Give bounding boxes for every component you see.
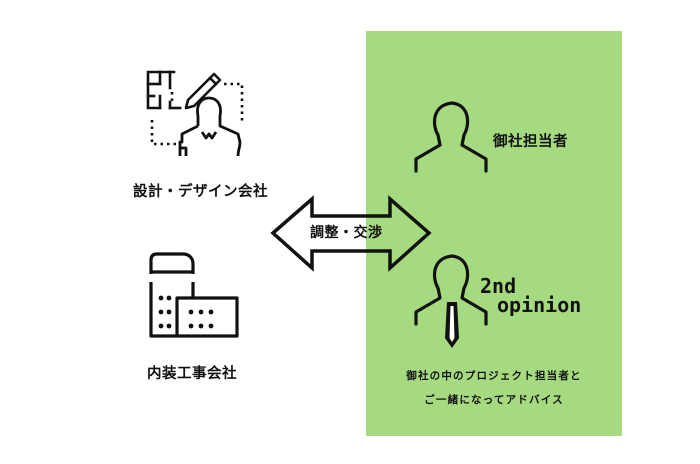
architect-blueprint-icon [146, 70, 244, 157]
coordination-negotiation-label: 調整・交渉 [310, 225, 383, 241]
interior-company-label: 内装工事会社 [147, 366, 237, 382]
client-person-label: 御社担当者 [493, 134, 568, 150]
advisor-panel [366, 31, 622, 436]
advisor-description-line1: 御社の中のプロジェクト担当者と [406, 370, 582, 382]
advisor-description: 御社の中のプロジェクト担当者と ご一緒になってアドバイス [366, 364, 622, 412]
businessman-tie-icon [414, 254, 488, 348]
buildings-icon [149, 252, 239, 338]
second-opinion-line2: opinion [497, 293, 582, 317]
advisor-description-line2: ご一緒になってアドバイス [424, 394, 564, 406]
design-company-label: 設計・デザイン会社 [133, 184, 268, 200]
person-icon [414, 101, 488, 173]
second-opinion-line1: 2nd [480, 274, 517, 298]
